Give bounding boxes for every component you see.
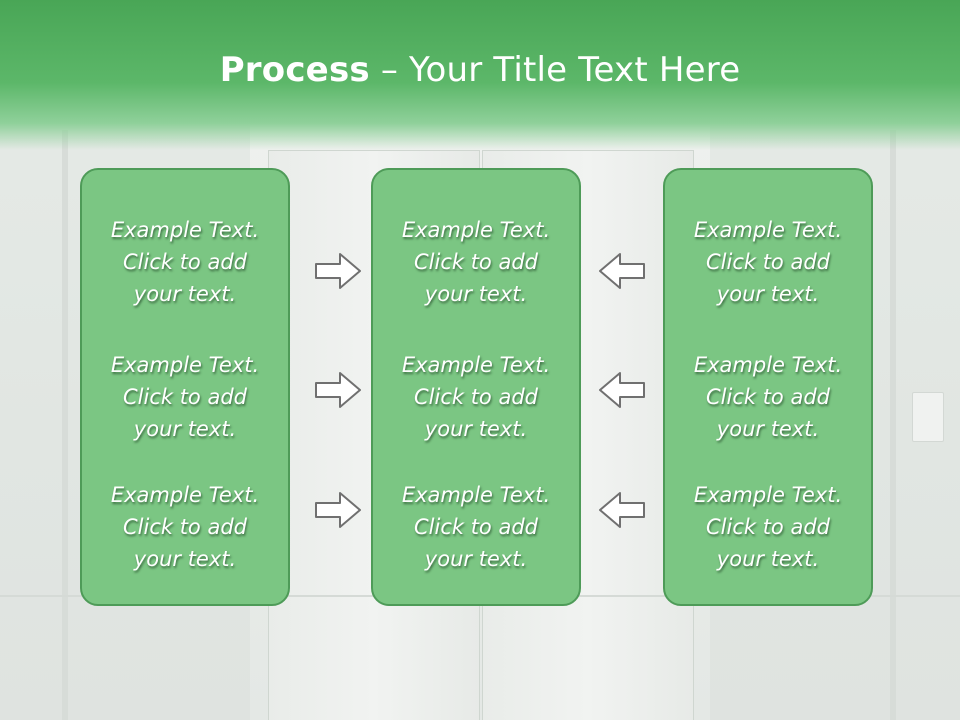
text-line: Example Text. (401, 483, 551, 507)
title-bar (0, 0, 960, 150)
text-line: Example Text. (110, 218, 260, 242)
title-bold: Process (219, 50, 370, 90)
text-placeholder[interactable]: Example Text. Click to add your text. (373, 479, 579, 575)
text-line: Example Text. (401, 353, 551, 377)
text-placeholder[interactable]: Example Text. Click to add your text. (665, 479, 871, 575)
arrow-left-icon[interactable] (598, 370, 646, 410)
text-line: Click to add (705, 515, 830, 539)
text-line: your text. (716, 282, 820, 306)
text-line: your text. (133, 417, 237, 441)
background-frame-right (890, 130, 896, 720)
text-line: Example Text. (110, 483, 260, 507)
background-wall-sign (912, 392, 944, 442)
text-line: your text. (716, 547, 820, 571)
text-line: your text. (424, 417, 528, 441)
slide-title[interactable]: Process – Your Title Text Here (0, 50, 960, 90)
text-line: Example Text. (693, 218, 843, 242)
arrow-left-icon[interactable] (598, 490, 646, 530)
arrow-left-icon[interactable] (598, 251, 646, 291)
text-line: Example Text. (693, 483, 843, 507)
text-line: your text. (133, 547, 237, 571)
text-line: your text. (133, 282, 237, 306)
process-box-right[interactable]: Example Text. Click to add your text. Ex… (663, 168, 873, 606)
text-line: Click to add (705, 385, 830, 409)
text-line: your text. (716, 417, 820, 441)
arrow-right-icon[interactable] (314, 251, 362, 291)
process-box-center[interactable]: Example Text. Click to add your text. Ex… (371, 168, 581, 606)
text-line: Example Text. (401, 218, 551, 242)
text-line: Example Text. (110, 353, 260, 377)
text-line: Click to add (122, 250, 247, 274)
text-line: Click to add (122, 385, 247, 409)
text-line: Click to add (413, 515, 538, 539)
text-placeholder[interactable]: Example Text. Click to add your text. (373, 214, 579, 310)
process-box-left[interactable]: Example Text. Click to add your text. Ex… (80, 168, 290, 606)
text-line: Click to add (413, 250, 538, 274)
text-line: Click to add (122, 515, 247, 539)
background-frame-left (62, 130, 68, 720)
text-line: Click to add (705, 250, 830, 274)
text-placeholder[interactable]: Example Text. Click to add your text. (373, 349, 579, 445)
text-placeholder[interactable]: Example Text. Click to add your text. (82, 349, 288, 445)
text-placeholder[interactable]: Example Text. Click to add your text. (665, 349, 871, 445)
text-line: Click to add (413, 385, 538, 409)
text-line: your text. (424, 282, 528, 306)
arrow-right-icon[interactable] (314, 490, 362, 530)
text-line: Example Text. (693, 353, 843, 377)
title-rest: – Your Title Text Here (369, 50, 741, 90)
text-placeholder[interactable]: Example Text. Click to add your text. (82, 214, 288, 310)
text-placeholder[interactable]: Example Text. Click to add your text. (665, 214, 871, 310)
text-placeholder[interactable]: Example Text. Click to add your text. (82, 479, 288, 575)
text-line: your text. (424, 547, 528, 571)
arrow-right-icon[interactable] (314, 370, 362, 410)
